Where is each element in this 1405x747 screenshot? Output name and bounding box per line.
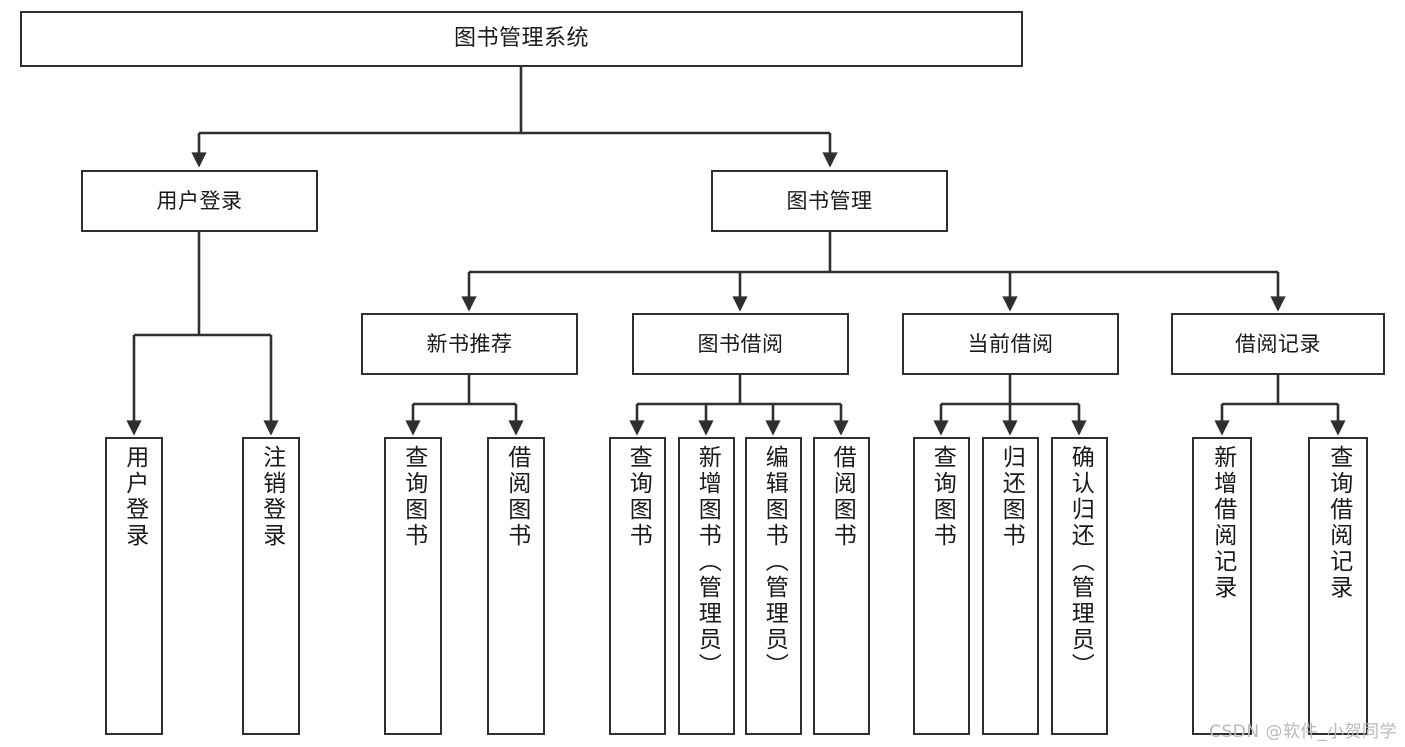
leaf-return-book[interactable]: 归还图书	[982, 437, 1039, 735]
node-borrow-record[interactable]: 借阅记录	[1171, 313, 1385, 375]
node-label: 新增借阅记录	[1209, 445, 1236, 601]
leaf-add-borrow-record[interactable]: 新增借阅记录	[1192, 437, 1252, 735]
node-label: 编辑图书（管理员）	[761, 445, 788, 679]
leaf-edit-book-admin[interactable]: 编辑图书（管理员）	[745, 437, 802, 735]
node-label: 确认归还（管理员）	[1067, 445, 1094, 679]
node-label: 归还图书	[998, 445, 1025, 549]
node-label: 图书借阅	[697, 331, 784, 356]
node-label: 借阅图书	[503, 445, 530, 549]
node-label: 查询图书	[400, 445, 427, 549]
leaf-borrow-book-recommend[interactable]: 借阅图书	[487, 437, 545, 735]
node-current-borrow[interactable]: 当前借阅	[902, 313, 1119, 375]
leaf-borrow-book[interactable]: 借阅图书	[813, 437, 870, 735]
node-label: 当前借阅	[967, 331, 1054, 356]
leaf-add-book-admin[interactable]: 新增图书（管理员）	[678, 437, 735, 735]
leaf-confirm-return-admin[interactable]: 确认归还（管理员）	[1051, 437, 1108, 735]
node-new-book-recommend[interactable]: 新书推荐	[361, 313, 578, 375]
node-label: 图书管理	[786, 188, 873, 213]
node-label: 查询借阅记录	[1325, 445, 1352, 601]
node-label: 查询图书	[625, 445, 652, 549]
leaf-logout[interactable]: 注销登录	[242, 437, 300, 735]
node-user-login[interactable]: 用户登录	[81, 170, 318, 232]
leaf-query-book-borrow[interactable]: 查询图书	[609, 437, 666, 735]
node-label: 图书管理系统	[453, 26, 589, 52]
node-label: 借阅记录	[1235, 331, 1321, 356]
leaf-query-borrow-record[interactable]: 查询借阅记录	[1308, 437, 1368, 735]
node-root-book-management-system[interactable]: 图书管理系统	[20, 11, 1023, 67]
node-label: 用户登录	[121, 445, 148, 549]
node-label: 用户登录	[156, 188, 243, 213]
node-label: 查询图书	[929, 445, 956, 549]
leaf-query-book-recommend[interactable]: 查询图书	[384, 437, 442, 735]
leaf-user-login[interactable]: 用户登录	[105, 437, 163, 735]
node-label: 新增图书（管理员）	[694, 445, 721, 679]
node-label: 新书推荐	[426, 331, 513, 356]
node-book-management[interactable]: 图书管理	[711, 170, 948, 232]
node-label: 借阅图书	[829, 445, 856, 549]
node-label: 注销登录	[258, 445, 285, 549]
watermark: CSDN @软件_小贺同学	[1209, 722, 1397, 742]
node-book-borrow[interactable]: 图书借阅	[632, 313, 849, 375]
leaf-query-book-current[interactable]: 查询图书	[913, 437, 970, 735]
